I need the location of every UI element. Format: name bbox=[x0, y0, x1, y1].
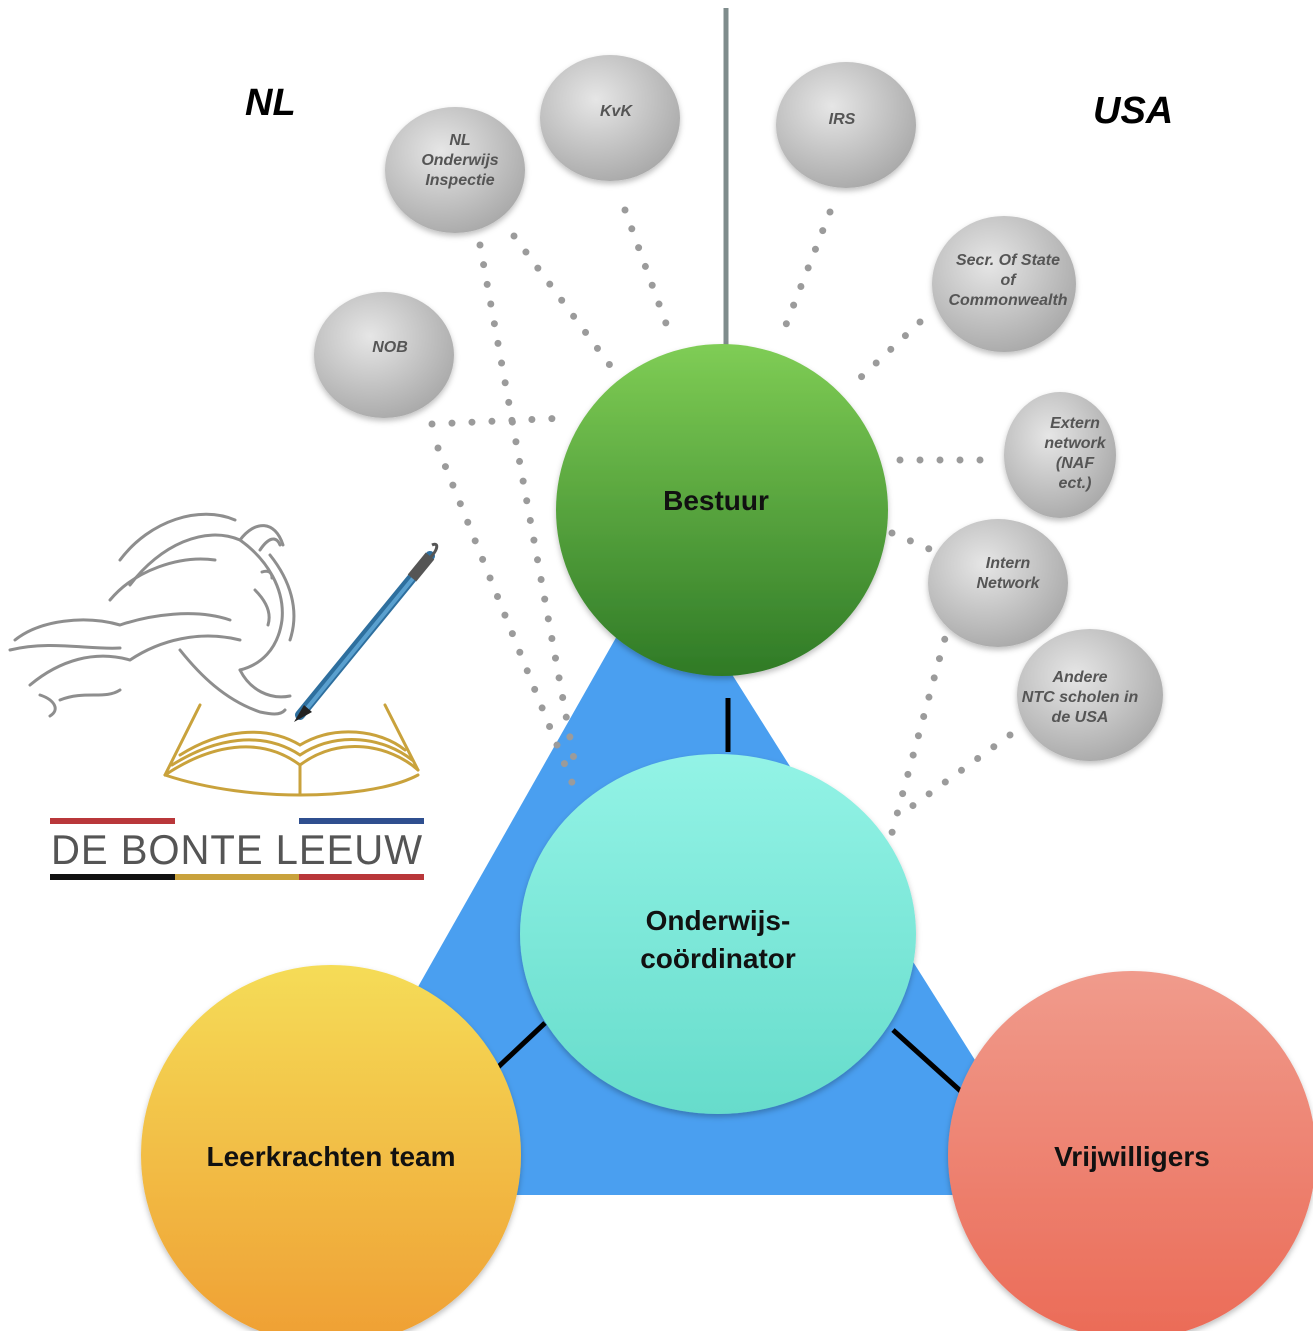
lion-icon bbox=[8, 512, 296, 718]
logo-text: DE BONTE LEEUW bbox=[51, 826, 423, 873]
bubble-nob-label: NOB bbox=[372, 339, 408, 356]
teachers-label: Leerkrachten team bbox=[206, 1141, 455, 1172]
teachers-node: Leerkrachten team bbox=[141, 965, 521, 1331]
link-coordinator-teachers bbox=[493, 1021, 547, 1072]
bubble-extern: Extern network (NAF ect.) bbox=[1004, 392, 1116, 518]
coordinator-node: Onderwijs-coördinator bbox=[520, 754, 916, 1114]
connector-inspectie-coordinator bbox=[476, 241, 579, 769]
volunteers-label: Vrijwilligers bbox=[1054, 1141, 1210, 1172]
text-line: ect.) bbox=[1059, 475, 1092, 492]
text-line: KvK bbox=[600, 103, 633, 120]
link-coordinator-volunteers bbox=[891, 1028, 967, 1097]
text-line: Onderwijs bbox=[421, 152, 498, 169]
connector-secretary bbox=[854, 318, 924, 384]
text-line: de USA bbox=[1052, 709, 1109, 726]
bubble-irs-label: IRS bbox=[829, 111, 856, 128]
connector-inspectie bbox=[510, 232, 616, 372]
text-line: Andere bbox=[1051, 669, 1107, 686]
text-line: coördinator bbox=[640, 943, 796, 974]
bubble-extern-label: Extern network (NAF ect.) bbox=[1044, 415, 1106, 492]
text-line: NTC scholen in bbox=[1022, 689, 1139, 706]
board-node: Bestuur bbox=[556, 344, 888, 676]
bubble-kvk-label: KvK bbox=[600, 103, 633, 120]
bubble-irs: IRS bbox=[776, 62, 916, 188]
logo: DE BONTE LEEUW bbox=[8, 512, 439, 880]
text-line: Onderwijs- bbox=[646, 905, 791, 936]
book-icon bbox=[163, 703, 420, 797]
text-line: Secr. Of State bbox=[956, 252, 1060, 269]
text-line: Commonwealth bbox=[948, 292, 1067, 309]
region-label-usa: USA bbox=[1093, 90, 1173, 132]
region-label-nl: NL bbox=[245, 82, 296, 124]
volunteers-node: Vrijwilligers bbox=[948, 971, 1313, 1331]
text-line: Extern bbox=[1050, 415, 1100, 432]
text-line: of bbox=[1000, 272, 1017, 289]
connector-nob-coordinator bbox=[434, 444, 579, 794]
text-line: NOB bbox=[372, 339, 408, 356]
bubble-kvk: KvK bbox=[540, 55, 680, 181]
logo-stripes bbox=[50, 818, 424, 880]
coordinator-label: Onderwijs-coördinator bbox=[640, 905, 796, 974]
text-line: (NAF bbox=[1056, 455, 1095, 472]
pencil-icon bbox=[294, 542, 439, 722]
text-line: network bbox=[1044, 435, 1106, 452]
connector-nob bbox=[428, 414, 569, 428]
connector-kvk bbox=[621, 206, 676, 344]
text-line: IRS bbox=[829, 111, 856, 128]
board-label: Bestuur bbox=[663, 485, 769, 516]
connector-irs bbox=[776, 208, 834, 344]
connector-ntc bbox=[896, 731, 1014, 819]
connector-intern-coordinator bbox=[886, 616, 954, 844]
text-line: Inspectie bbox=[425, 172, 494, 189]
text-line: NL bbox=[449, 132, 470, 149]
bubble-nob: NOB bbox=[314, 292, 454, 418]
text-line: Intern bbox=[986, 555, 1031, 572]
text-line: Network bbox=[976, 575, 1040, 592]
